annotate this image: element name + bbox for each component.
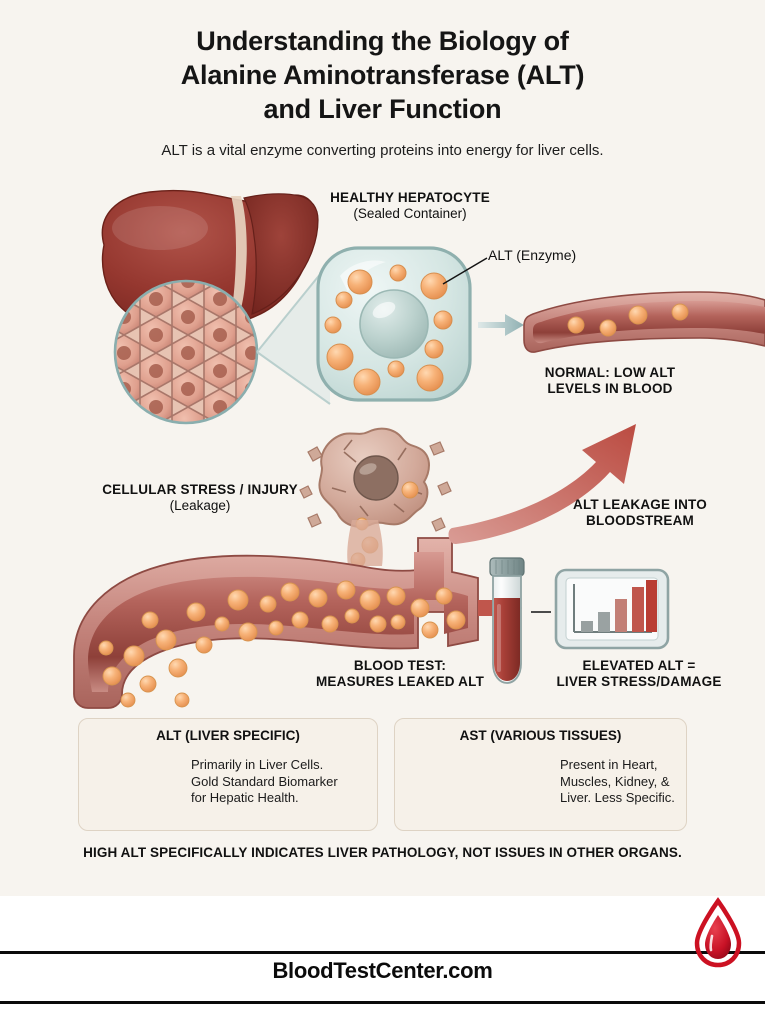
blood-test-label: BLOOD TEST: MEASURES LEAKED ALT — [280, 658, 520, 690]
alt-box-body-line-1: Primarily in Liver Cells. — [191, 757, 324, 772]
healthy-hepatocyte-cell — [316, 246, 488, 402]
footer-bar: BloodTestCenter.com — [0, 896, 765, 1024]
title-line-3: and Liver Function — [263, 94, 502, 124]
elevated-alt-label: ELEVATED ALT = LIVER STRESS/DAMAGE — [534, 658, 744, 690]
hepatocyte-subcaption: (Sealed Container) — [353, 205, 467, 221]
alt-enzyme-label: ALT (Enzyme) — [488, 247, 576, 264]
flow-arrow-teal — [478, 314, 524, 336]
title-line-1: Understanding the Biology of — [196, 26, 569, 56]
blood-drop-icon — [694, 897, 742, 968]
cellular-stress-caption: CELLULAR STRESS / INJURY — [102, 482, 298, 497]
normal-alt-line-2: LEVELS IN BLOOD — [547, 380, 673, 396]
alt-box-body: Primarily in Liver Cells. Gold Standard … — [191, 757, 371, 807]
blood-test-line-2: MEASURES LEAKED ALT — [315, 673, 485, 689]
infographic-poster: Understanding the Biology of Alanine Ami… — [0, 0, 765, 896]
cellular-stress-label: CELLULAR STRESS / INJURY (Leakage) — [80, 482, 320, 514]
ast-box-body-line-1: Present in Heart, — [560, 757, 658, 772]
cellular-stress-subcaption: (Leakage) — [169, 497, 231, 513]
alt-box-title: ALT (LIVER SPECIFIC) — [156, 728, 300, 743]
alt-leakage-line-1: ALT LEAKAGE INTO — [573, 497, 707, 512]
elevated-alt-line-2: LIVER STRESS/DAMAGE — [556, 673, 722, 689]
brand-name[interactable]: BloodTestCenter.com — [272, 958, 493, 983]
footer-rule-top — [0, 951, 765, 954]
hepatocyte-label: HEALTHY HEPATOCYTE (Sealed Container) — [300, 190, 520, 222]
ast-info-box: AST (VARIOUS TISSUES) Present in Heart, … — [394, 718, 687, 831]
alt-enzyme-text: ALT (Enzyme) — [488, 247, 577, 263]
page-title: Understanding the Biology of Alanine Ami… — [0, 24, 765, 126]
alt-box-body-line-2: Gold Standard Biomarker — [191, 773, 338, 789]
chart-bars — [581, 580, 657, 632]
hepatocyte-caption: HEALTHY HEPATOCYTE — [330, 190, 490, 205]
ast-box-body-line-2: Muscles, Kidney, & — [560, 773, 670, 789]
page-subtitle: ALT is a vital enzyme converting protein… — [161, 142, 604, 159]
alt-chart-monitor — [554, 568, 670, 650]
alt-info-box: ALT (LIVER SPECIFIC) Primarily in Liver … — [78, 718, 378, 831]
vessel-to-tube-arrow — [478, 590, 522, 626]
footer-rule-bottom — [0, 1001, 765, 1004]
summary-statement: HIGH ALT SPECIFICALLY INDICATES LIVER PA… — [83, 845, 682, 860]
blood-test-line-1: BLOOD TEST: — [353, 658, 447, 673]
ast-box-body-line-3: Liver. Less Specific. — [560, 790, 675, 805]
normal-alt-label: NORMAL: LOW ALT LEVELS IN BLOOD — [505, 365, 715, 397]
elevated-alt-line-1: ELEVATED ALT = — [582, 658, 696, 673]
alt-leakage-line-2: BLOODSTREAM — [586, 512, 694, 528]
alt-pointer-line — [442, 257, 488, 285]
ast-box-title: AST (VARIOUS TISSUES) — [459, 728, 622, 743]
normal-alt-line-1: NORMAL: LOW ALT — [544, 365, 676, 380]
injured-hepatocyte-cell — [299, 427, 452, 568]
normal-blood-vessel — [523, 291, 765, 353]
hepatocyte-zoom-circle — [113, 261, 331, 425]
title-line-2: Alanine Aminotransferase (ALT) — [180, 60, 585, 90]
liver-organ-illustration — [101, 189, 319, 348]
ast-box-body: Present in Heart, Muscles, Kidney, & Liv… — [560, 757, 730, 807]
alt-box-body-line-3: for Hepatic Health. — [191, 790, 299, 805]
alt-leakage-label: ALT LEAKAGE INTO BLOODSTREAM — [550, 497, 730, 529]
